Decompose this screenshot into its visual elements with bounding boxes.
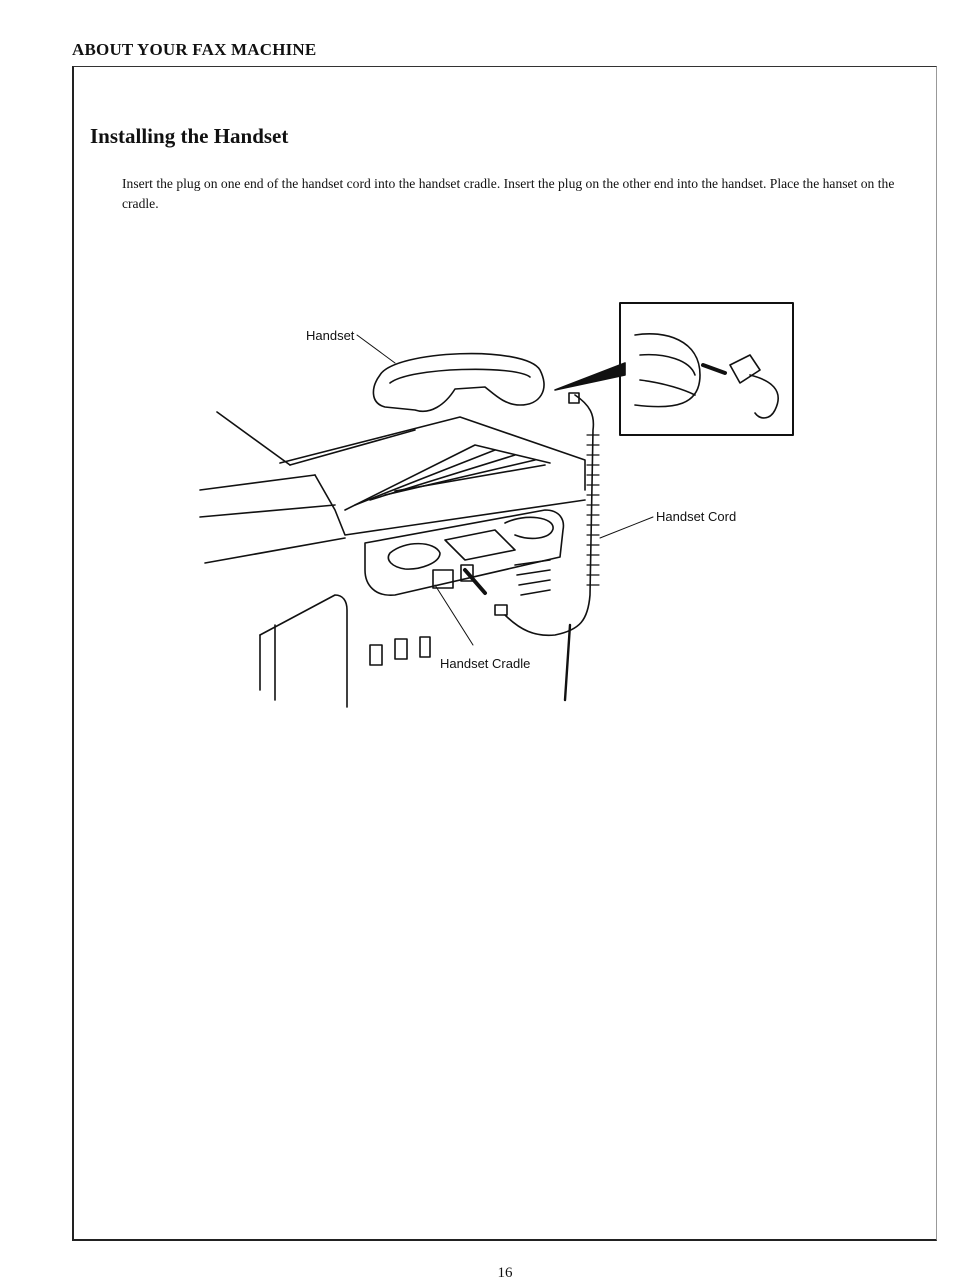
page-frame xyxy=(72,66,937,1241)
page-title: Installing the Handset xyxy=(90,124,289,148)
section-header: ABOUT YOUR FAX MACHINE xyxy=(72,40,317,59)
keypad-drawing xyxy=(259,594,572,708)
callout-leader-lines xyxy=(356,334,654,646)
instruction-paragraph: Insert the plug on one end of the handse… xyxy=(122,176,895,211)
cradle-drawing xyxy=(364,509,565,596)
label-handset-cord: Handset Cord xyxy=(656,509,737,524)
inset-detail-drawing xyxy=(554,302,794,436)
handset-drawing xyxy=(372,352,545,412)
label-handset: Handset xyxy=(306,328,355,343)
fax-body-drawing xyxy=(199,411,586,564)
page-number: 16 xyxy=(497,1265,513,1281)
handset-installation-illustration xyxy=(199,302,794,708)
coiled-cord-drawing xyxy=(494,392,600,637)
label-handset-cradle: Handset Cradle xyxy=(440,656,531,671)
